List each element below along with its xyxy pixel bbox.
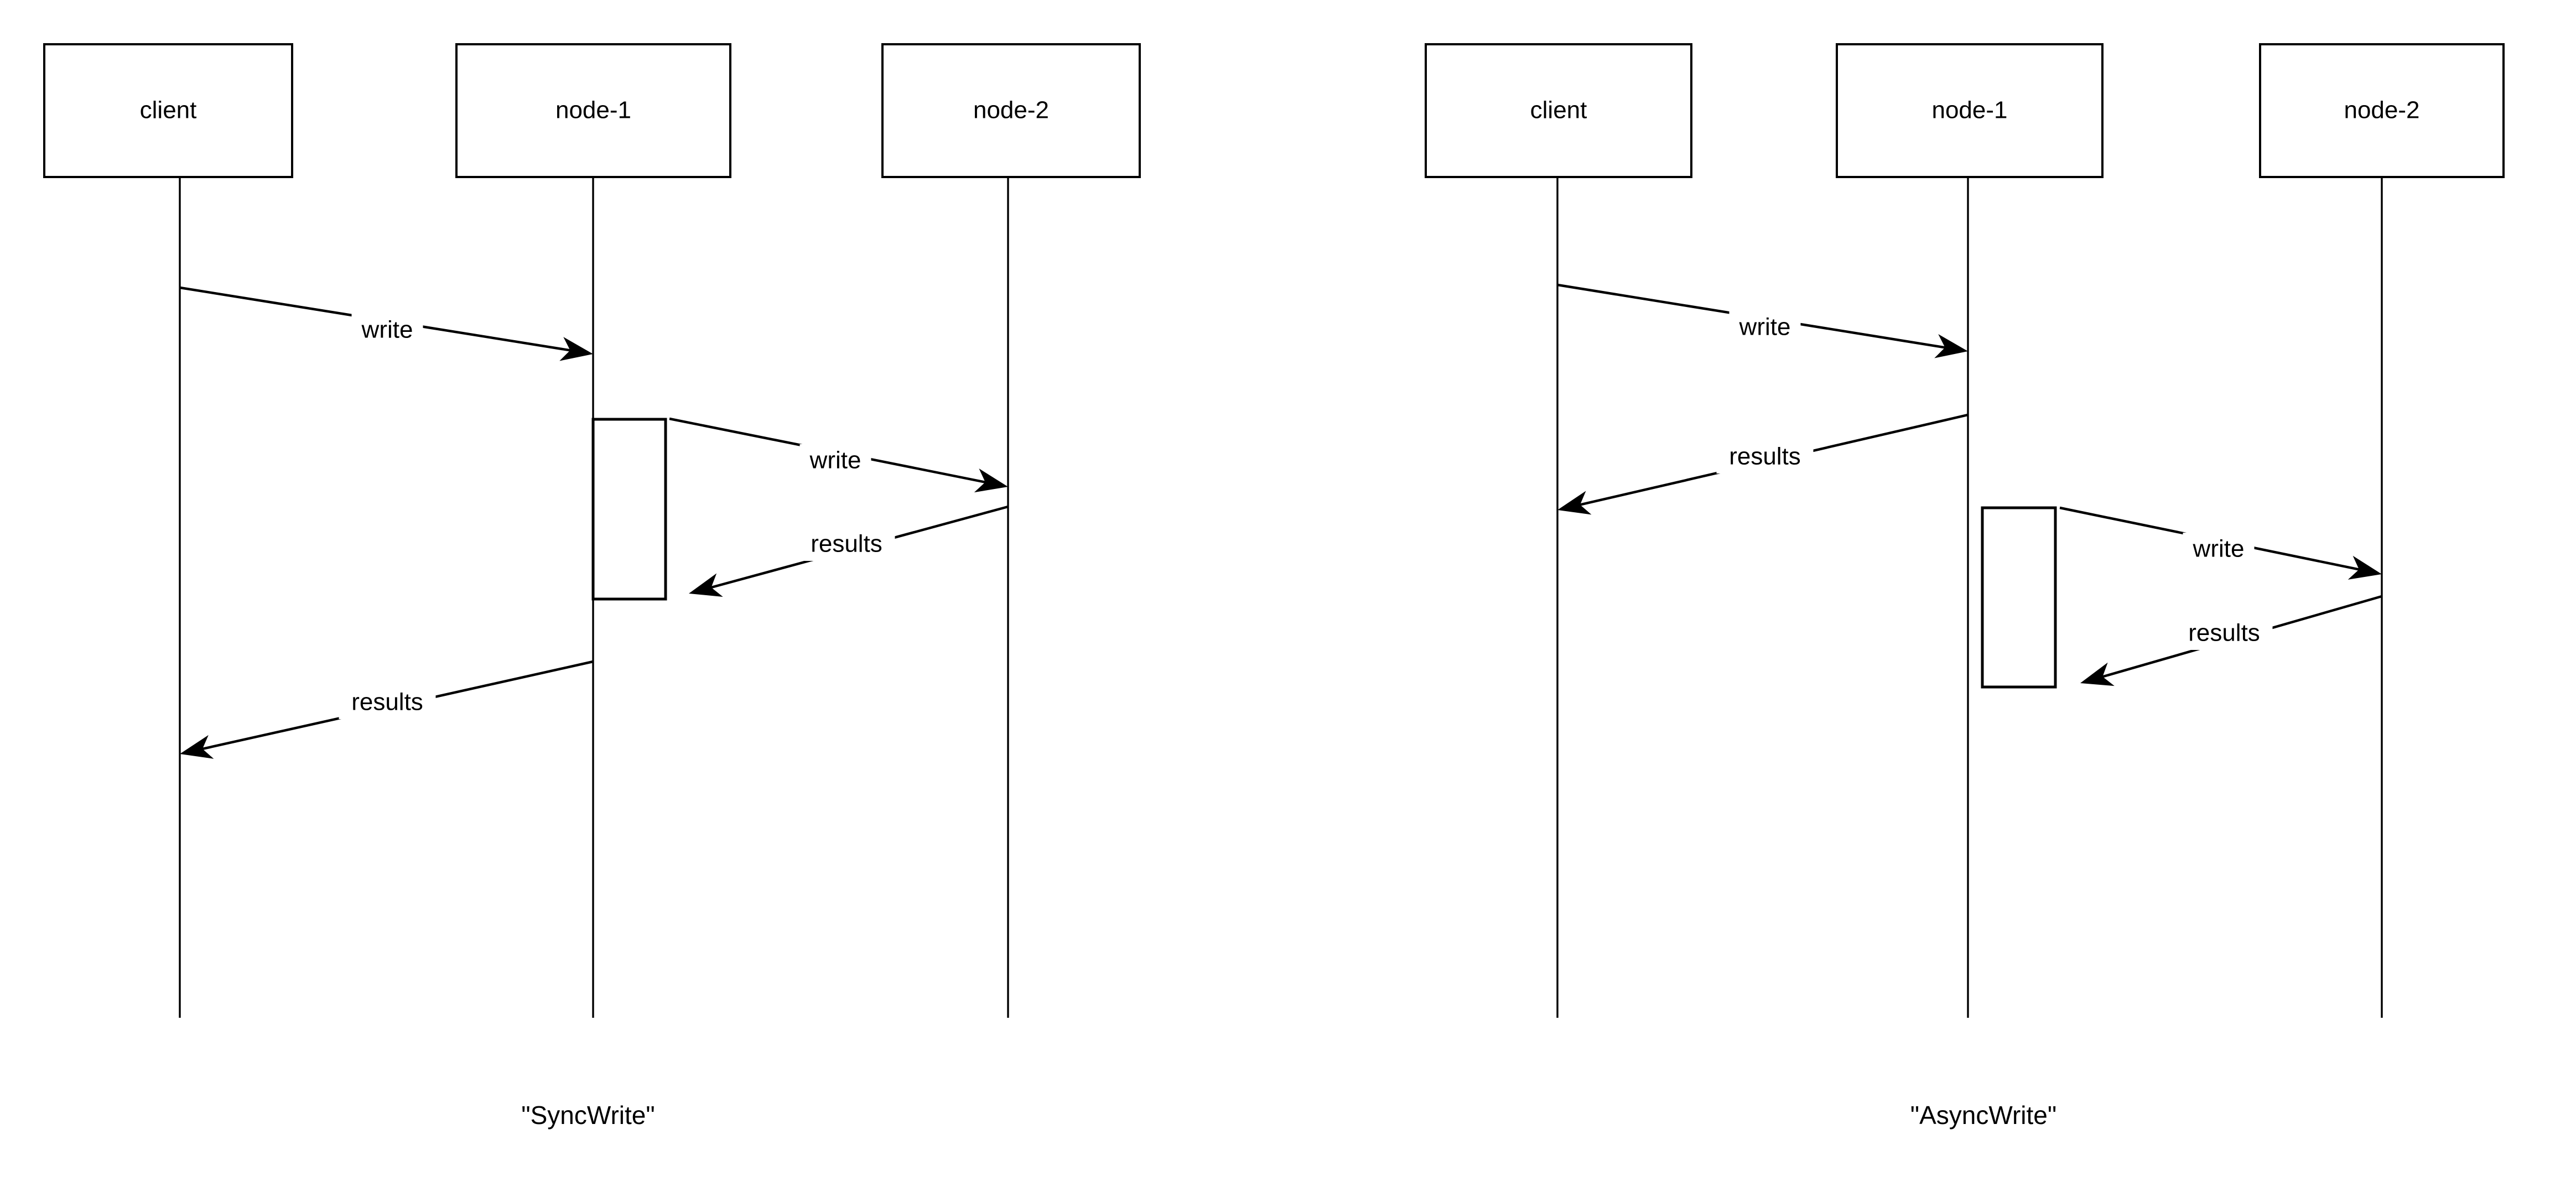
participant-box-node-2[interactable]	[881, 43, 1141, 178]
participant-box-node-1[interactable]	[455, 43, 731, 178]
message-arrowhead-left	[1557, 491, 1592, 515]
participant-label-node-1: node-1	[1931, 97, 2007, 124]
message-arrowhead-right	[1934, 334, 1968, 358]
activation-bar-node-1[interactable]	[1981, 506, 2057, 689]
message-label-backdrop	[798, 528, 895, 561]
participant-label-node-1: node-1	[555, 97, 631, 124]
participant-label-node-2: node-2	[973, 97, 1049, 124]
message-label-backdrop	[2175, 617, 2273, 650]
message-label-results: results	[1729, 443, 1801, 470]
message-label-write: write	[361, 316, 413, 344]
message-label-write: write	[1739, 314, 1791, 341]
message-arrowhead-right	[2348, 555, 2382, 580]
message-label-write: write	[2193, 535, 2245, 563]
participant-label-client: client	[1530, 97, 1587, 124]
message-label-backdrop	[351, 314, 423, 347]
message-label-results: results	[2188, 620, 2260, 647]
message-arrowhead-left	[180, 735, 214, 759]
participant-box-client[interactable]	[1425, 43, 1692, 178]
message-arrowhead-right	[974, 469, 1008, 493]
message-label-backdrop	[799, 444, 871, 477]
message-label-backdrop	[2183, 533, 2255, 566]
message-label-backdrop	[1716, 440, 1814, 473]
participant-box-node-1[interactable]	[1836, 43, 2104, 178]
message-label-results: results	[351, 689, 423, 716]
message-label-backdrop	[339, 686, 436, 719]
participant-box-client[interactable]	[43, 43, 293, 178]
message-arrowhead-left	[2080, 662, 2115, 686]
message-arrowhead-left	[689, 573, 723, 597]
participant-box-node-2[interactable]	[2259, 43, 2505, 178]
message-arrowhead-right	[559, 337, 593, 361]
message-label-results: results	[811, 530, 882, 558]
activation-bar-node-1[interactable]	[591, 418, 667, 601]
message-label-write: write	[809, 447, 861, 474]
participant-label-node-2: node-2	[2344, 97, 2419, 124]
message-label-backdrop	[1729, 311, 1801, 344]
diagram-caption-async-write: "AsyncWrite"	[1910, 1101, 2056, 1130]
participant-label-client: client	[140, 97, 197, 124]
diagram-caption-sync-write: "SyncWrite"	[521, 1101, 655, 1130]
